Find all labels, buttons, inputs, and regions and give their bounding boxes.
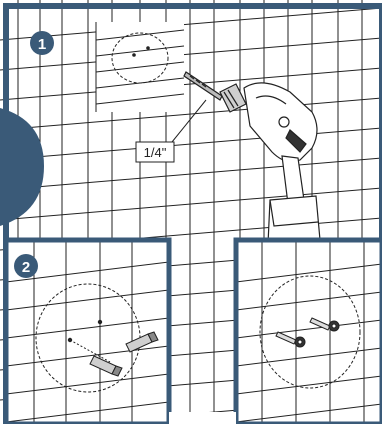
step3-panel xyxy=(236,240,382,424)
step2-panel: 2 xyxy=(6,240,169,424)
hole-mark xyxy=(98,320,102,324)
step1-siding-patch xyxy=(96,22,184,112)
step2-number: 2 xyxy=(22,259,30,276)
hole-mark xyxy=(132,53,136,57)
hole-mark xyxy=(146,46,150,50)
bit-size-label: 1/4" xyxy=(144,145,167,160)
drill-icon xyxy=(184,72,320,244)
step1-number: 1 xyxy=(38,36,46,53)
panel-gap xyxy=(169,412,236,424)
step1-badge: 1 xyxy=(30,31,54,55)
